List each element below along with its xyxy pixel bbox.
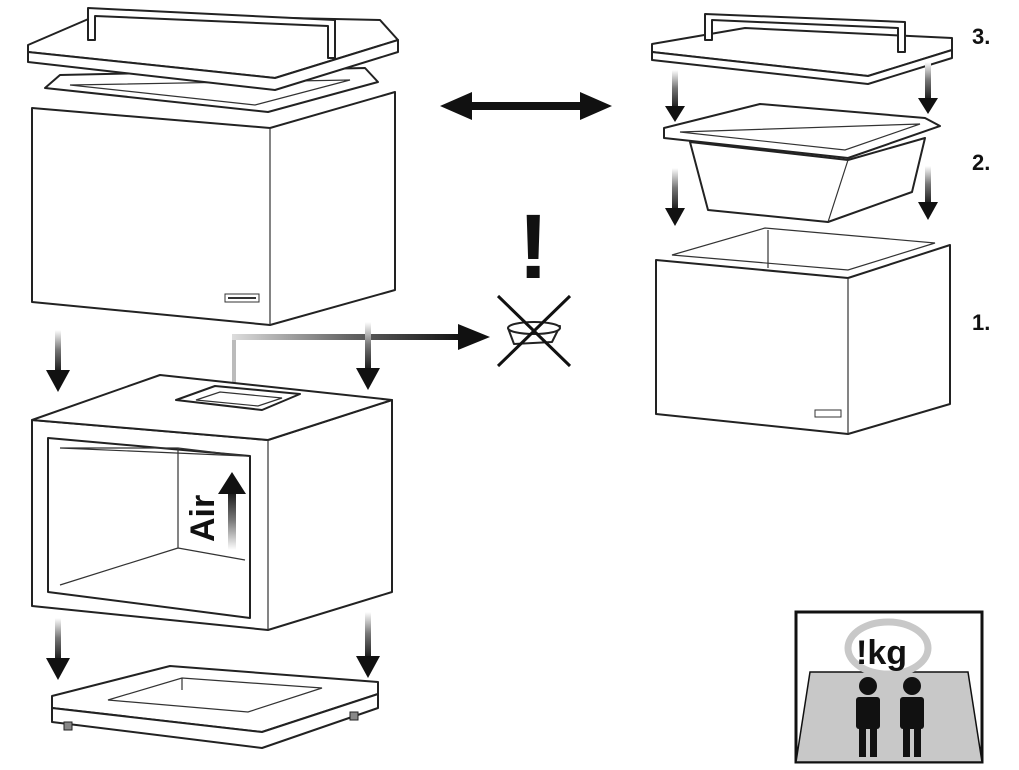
exclamation-mark: !: [518, 196, 549, 298]
air-label: Air: [184, 495, 222, 542]
weight-label: !kg: [856, 634, 907, 672]
step-3-label: 3.: [972, 24, 990, 49]
down-arrows-right: [665, 62, 938, 226]
step-1-label: 1.: [972, 310, 990, 335]
air-up-arrow-icon: [218, 472, 246, 550]
step-2-label: 2.: [972, 150, 990, 175]
down-arrows-left-top: [46, 322, 380, 392]
warning-no-water-icon: !: [496, 196, 572, 368]
assembled-planter: [27, 7, 399, 326]
brand-logo-small-icon: [814, 409, 842, 418]
planter-frame-open: [31, 374, 393, 631]
base-plate: [51, 665, 379, 749]
two-person-lift-icon: !kg: [794, 610, 984, 764]
down-arrows-left-bottom: [46, 612, 380, 680]
water-flow-arrow-icon: [232, 324, 490, 385]
exploded-planter: [651, 13, 953, 435]
double-arrow-icon: [440, 92, 612, 120]
